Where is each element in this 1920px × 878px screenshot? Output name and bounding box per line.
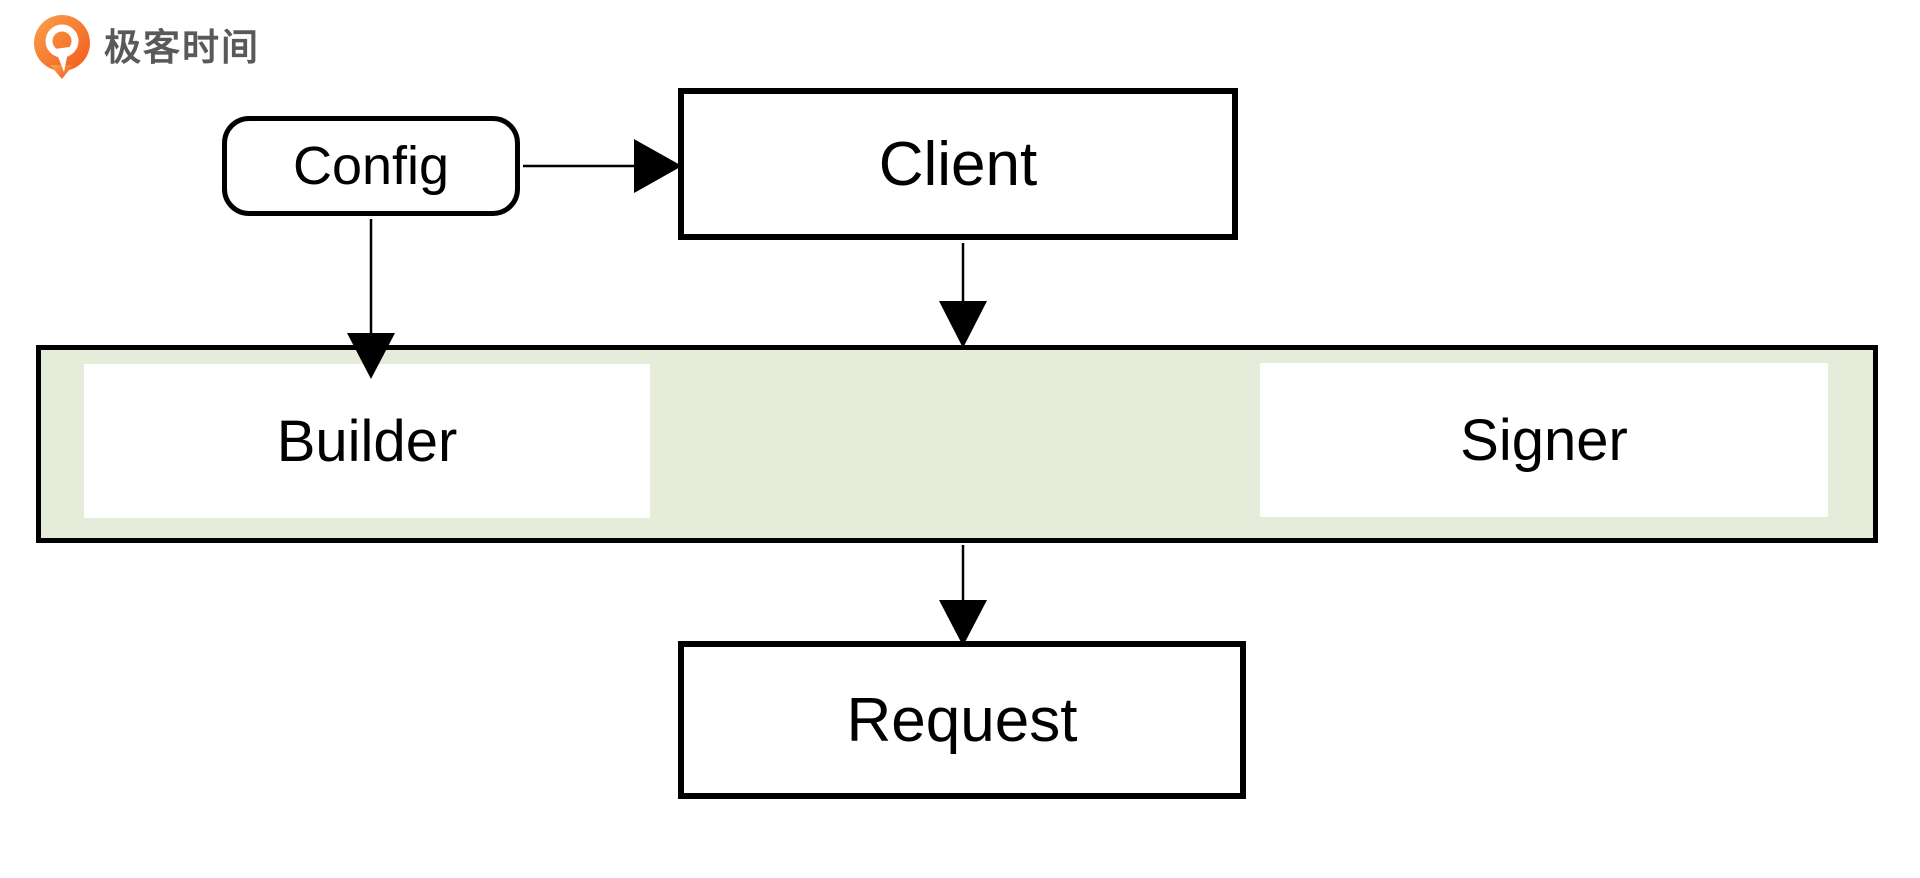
geektime-logo-icon <box>34 15 90 79</box>
edge-client-band-arrowhead-icon <box>939 301 987 348</box>
node-config-label: Config <box>292 136 450 196</box>
edge-config-client-arrowhead-icon <box>634 139 682 193</box>
node-client: Client <box>678 88 1238 240</box>
node-request-label: Request <box>846 685 1078 755</box>
brand-logo: 极客时间 <box>30 14 260 80</box>
node-signer-label: Signer <box>1460 407 1628 473</box>
node-builder-label: Builder <box>276 408 458 474</box>
brand-name: 极客时间 <box>104 26 260 68</box>
node-signer: Signer <box>1260 363 1828 517</box>
node-config: Config <box>222 116 520 216</box>
node-request: Request <box>678 641 1246 799</box>
edge-band-request-arrowhead-icon <box>939 600 987 646</box>
node-client-label: Client <box>878 129 1038 199</box>
node-builder: Builder <box>84 364 650 518</box>
